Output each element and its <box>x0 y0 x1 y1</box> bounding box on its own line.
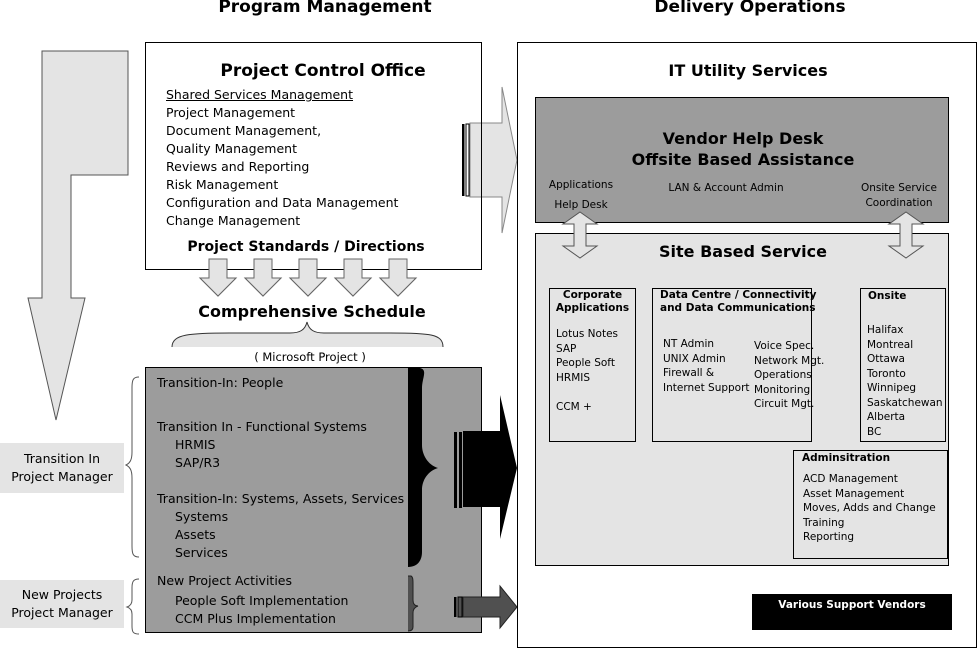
transition-systems-item: Systems <box>175 509 229 524</box>
project-control-office-box: Project Control Office Shared Services M… <box>145 42 482 270</box>
transition-functional-item: HRMIS <box>175 437 216 452</box>
project-standards-label: Project Standards / Directions <box>187 239 425 255</box>
onsite-location: Saskatchewan <box>867 396 943 409</box>
onsite-locations: Halifax Montreal Ottawa Toronto Winnipeg… <box>867 323 943 439</box>
it-utility-services-box: IT Utility Services <box>517 42 977 648</box>
data-centre-item: Operations <box>754 369 812 381</box>
lan-account-admin-label: LAN & Account Admin <box>668 182 784 194</box>
data-centre-col1: NT Admin UNIX Admin Firewall & Internet … <box>663 337 750 395</box>
comprehensive-schedule-title: Comprehensive Schedule <box>198 302 426 321</box>
onsite-location: Montreal <box>867 338 914 351</box>
pco-item: Quality Management <box>166 141 297 156</box>
new-projects-pm-label: New Projects Project Manager <box>0 580 124 628</box>
transition-in-pm-line2: Project Manager <box>11 469 113 484</box>
pco-item: Risk Management <box>166 177 279 192</box>
data-centre-item: Network Mgt. <box>754 354 825 367</box>
vendor-help-desk-title-line1: Vendor Help Desk <box>662 129 824 148</box>
pco-item: Configuration and Data Management <box>166 195 399 210</box>
vendor-help-desk-title: Vendor Help Desk Offsite Based Assistanc… <box>536 128 950 170</box>
delivery-operations-header: Delivery Operations <box>654 0 846 17</box>
corporate-app-item: People Soft <box>556 357 615 369</box>
vendor-help-desk-box: Vendor Help Desk Offsite Based Assistanc… <box>535 97 949 223</box>
transition-people-heading: Transition-In: People <box>157 375 284 390</box>
corporate-applications-box: Corporate Applications Lotus Notes SAP P… <box>549 288 636 442</box>
administration-item: Asset Management <box>803 487 905 500</box>
pco-item: Reviews and Reporting <box>166 159 310 174</box>
new-project-activities-heading: New Project Activities <box>157 573 293 588</box>
corporate-app-item: CCM + <box>556 400 592 413</box>
onsite-location: Ottawa <box>867 353 905 365</box>
applications-help-desk-label: Applications Help Desk <box>542 175 620 215</box>
pco-item: Document Management, <box>166 123 322 138</box>
pco-item: Shared Services Management <box>166 87 354 102</box>
administration-item: ACD Management <box>803 473 898 485</box>
new-projects-pm-line1: New Projects <box>21 587 103 602</box>
microsoft-project-label: ( Microsoft Project ) <box>254 350 366 364</box>
data-centre-item: Monitoring <box>754 383 811 396</box>
vendor-help-desk-title-line2: Offsite Based Assistance <box>631 150 855 169</box>
transition-in-pm-line1: Transition In <box>23 451 101 466</box>
new-project-item: CCM Plus Implementation <box>175 611 336 626</box>
transition-systems-item: Services <box>175 545 228 560</box>
new-projects-pm-line2: Project Manager <box>11 605 113 620</box>
administration-title: Adminsitration <box>802 452 891 464</box>
site-based-service-title: Site Based Service <box>659 242 827 261</box>
data-centre-col2: Voice Spec. Network Mgt. Operations Moni… <box>754 339 824 412</box>
corporate-app-spacer <box>556 385 618 400</box>
corporate-app-item: HRMIS <box>556 371 591 384</box>
onsite-coord-line2: Coordination <box>865 196 933 209</box>
administration-item: Training <box>803 516 845 529</box>
transition-in-pm-label: Transition In Project Manager <box>0 443 124 493</box>
it-utility-title: IT Utility Services <box>668 61 828 80</box>
transition-systems-item: Assets <box>175 527 216 542</box>
various-support-vendors-box: Various Support Vendors <box>752 594 952 630</box>
onsite-location: Halifax <box>867 324 904 336</box>
onsite-location: BC <box>867 425 882 438</box>
pco-title: Project Control Office <box>220 61 426 81</box>
transition-functional-item: SAP/R3 <box>175 455 221 470</box>
onsite-location: Winnipeg <box>867 382 917 394</box>
transition-down-arrow <box>27 50 129 421</box>
transition-activities-box: Transition-In: People Transition In - Fu… <box>145 367 482 633</box>
corporate-app-item: Lotus Notes <box>556 328 618 340</box>
corporate-applications-title-line2: Applications <box>555 302 630 314</box>
program-management-header: Program Management <box>218 0 432 17</box>
pco-item: Project Management <box>166 105 296 120</box>
data-centre-item: Firewall & <box>663 367 715 379</box>
corporate-applications-title: Corporate Applications <box>550 289 635 315</box>
onsite-location: Toronto <box>867 367 906 380</box>
onsite-box: Onsite Halifax Montreal Ottawa Toronto W… <box>860 288 946 442</box>
transition-systems-heading: Transition-In: Systems, Assets, Services <box>157 491 405 506</box>
new-project-item: People Soft Implementation <box>175 593 349 608</box>
data-centre-item: Voice Spec. <box>754 340 815 352</box>
data-centre-title-line2: and Data Communications <box>660 302 816 314</box>
data-centre-item: NT Admin <box>663 338 715 350</box>
corporate-applications-list: Lotus Notes SAP People Soft HRMIS CCM + <box>556 327 618 414</box>
pco-items: Shared Services Management Project Manag… <box>166 86 398 230</box>
data-centre-item: UNIX Admin <box>663 352 726 365</box>
onsite-coord-line1: Onsite Service <box>860 182 938 194</box>
data-centre-box: Data Centre / Connectivity and Data Comm… <box>652 288 824 442</box>
applications-label-line2: Help Desk <box>554 199 608 211</box>
corporate-applications-title-line1: Corporate <box>562 289 623 301</box>
transition-functional-heading: Transition In - Functional Systems <box>157 419 367 434</box>
administration-box: Adminsitration ACD Management Asset Mana… <box>793 450 948 559</box>
data-centre-title-line1: Data Centre / Connectivity <box>660 289 817 301</box>
transition-brace <box>124 376 140 558</box>
administration-item: Moves, Adds and Change <box>803 502 936 514</box>
schedule-brace <box>171 321 444 348</box>
data-centre-item: Circuit Mgt. <box>754 398 815 410</box>
onsite-title: Onsite <box>868 290 907 302</box>
site-based-service-box: Site Based Service Corporate Application… <box>535 233 949 566</box>
administration-list: ACD Management Asset Management Moves, A… <box>803 472 936 545</box>
corporate-app-item: SAP <box>556 342 577 355</box>
data-centre-item: Internet Support <box>663 381 750 394</box>
new-projects-brace <box>125 578 140 635</box>
onsite-location: Alberta <box>867 411 906 423</box>
administration-item: Reporting <box>803 531 855 543</box>
pco-item: Change Management <box>166 213 301 228</box>
onsite-service-coordination-label: Onsite Service Coordination <box>854 181 944 210</box>
applications-label-line1: Applications <box>548 179 614 191</box>
data-centre-title: Data Centre / Connectivity and Data Comm… <box>660 289 816 315</box>
